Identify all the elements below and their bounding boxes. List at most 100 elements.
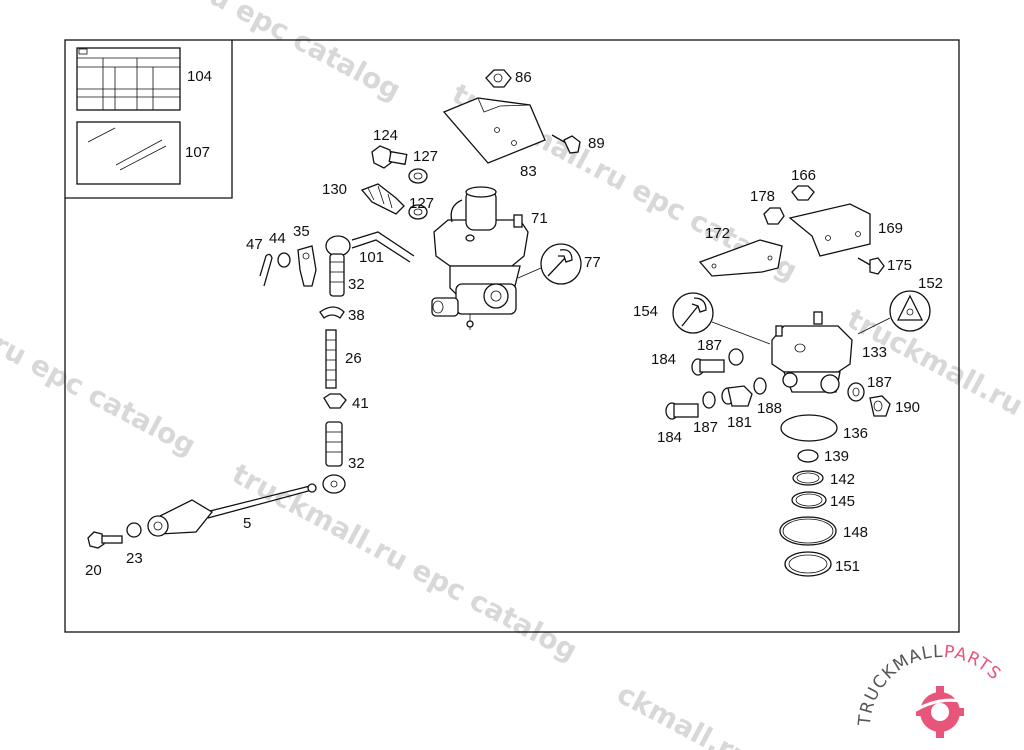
label-41: 41 <box>352 395 369 412</box>
label-107: 107 <box>185 144 210 161</box>
label-187a: 187 <box>697 337 722 354</box>
label-139: 139 <box>824 448 849 465</box>
truckmall-parts-logo: TRUCKMALLPARTS <box>855 642 1005 738</box>
nut-166 <box>791 185 815 201</box>
label-23: 23 <box>126 550 143 567</box>
wrench-symbol-77 <box>517 243 582 285</box>
label-154: 154 <box>633 303 658 320</box>
label-71: 71 <box>531 210 548 227</box>
washer-23 <box>126 522 142 538</box>
label-124: 124 <box>373 127 398 144</box>
label-178: 178 <box>750 188 775 205</box>
label-47: 47 <box>246 236 263 253</box>
label-127a: 127 <box>413 148 438 165</box>
label-133: 133 <box>862 344 887 361</box>
label-89: 89 <box>588 135 605 152</box>
inset-frame <box>65 40 233 199</box>
label-188: 188 <box>757 400 782 417</box>
label-38: 38 <box>348 307 365 324</box>
logo-text-parts: PARTS <box>943 642 1005 685</box>
label-142: 142 <box>830 471 855 488</box>
clevis-35 <box>297 245 317 287</box>
ring-151 <box>784 551 832 577</box>
label-83: 83 <box>520 163 537 180</box>
clip-38 <box>319 306 345 319</box>
ring-148 <box>779 516 837 546</box>
label-184b: 184 <box>657 429 682 446</box>
threaded-rod-26 <box>325 329 337 389</box>
washer-187c <box>847 382 865 402</box>
part-labels: 104 107 86 89 83 124 127 130 127 71 77 1… <box>85 68 943 579</box>
label-104: 104 <box>187 68 212 85</box>
label-136: 136 <box>843 425 868 442</box>
nut-41 <box>323 393 347 409</box>
label-181: 181 <box>727 414 752 431</box>
bracket-83 <box>442 97 546 164</box>
washer-187b <box>702 391 716 409</box>
label-184a: 184 <box>651 351 676 368</box>
label-130: 130 <box>322 181 347 198</box>
label-44: 44 <box>269 230 286 247</box>
glass-sheet-icon <box>76 121 181 185</box>
label-32a: 32 <box>348 276 365 293</box>
fitting-130 <box>360 183 405 215</box>
table-icon <box>76 47 181 111</box>
bracket-169 <box>788 203 871 257</box>
label-35: 35 <box>293 223 310 240</box>
watermark-text: ru epc catalog <box>0 327 201 462</box>
label-166: 166 <box>791 167 816 184</box>
label-175: 175 <box>887 257 912 274</box>
washer-44 <box>277 252 291 268</box>
fitting-181 <box>721 385 753 407</box>
label-77: 77 <box>584 254 601 271</box>
label-190: 190 <box>895 399 920 416</box>
ball-joint-32a <box>325 235 351 297</box>
label-145: 145 <box>830 493 855 510</box>
label-5: 5 <box>243 515 251 532</box>
label-26: 26 <box>345 350 362 367</box>
watermark-text: ru epc catalog <box>192 0 407 107</box>
ring-139 <box>797 449 819 463</box>
washer-127a <box>408 168 428 184</box>
ball-joint-32b <box>322 421 346 494</box>
triangle-symbol-152 <box>857 290 931 335</box>
label-187b: 187 <box>867 374 892 391</box>
label-152: 152 <box>918 275 943 292</box>
label-187c: 187 <box>693 419 718 436</box>
gear-icon <box>903 686 979 738</box>
ring-145 <box>791 491 827 509</box>
label-32b: 32 <box>348 455 365 472</box>
watermark-text: truckmall.ru epc catalog <box>227 457 583 667</box>
washer-187a <box>728 348 744 366</box>
bolt-175 <box>857 257 885 275</box>
label-86: 86 <box>515 69 532 86</box>
label-148: 148 <box>843 524 868 541</box>
washer-127b <box>408 204 428 220</box>
shaft-5 <box>147 483 317 537</box>
plug-190 <box>869 395 891 417</box>
valve-71 <box>431 186 529 330</box>
bolt-89 <box>551 134 581 154</box>
pipe-101 <box>351 231 415 263</box>
watermark-text: truckmall.ru <box>842 302 1024 422</box>
label-151: 151 <box>835 558 860 575</box>
wrench-symbol-154 <box>672 292 771 345</box>
bolt-184a <box>691 358 725 376</box>
bracket-172 <box>698 239 783 277</box>
watermark-text: ckmall.ru <box>612 677 757 750</box>
bolt-184b <box>665 402 699 420</box>
nut-86 <box>485 69 512 88</box>
valve-133 <box>771 311 853 394</box>
nut-178 <box>763 207 785 225</box>
label-169: 169 <box>878 220 903 237</box>
label-101: 101 <box>359 249 384 266</box>
washer-188 <box>753 377 767 395</box>
label-20: 20 <box>85 562 102 579</box>
bolt-20 <box>87 531 123 549</box>
outer-frame <box>64 39 960 633</box>
label-127b: 127 <box>409 195 434 212</box>
label-172: 172 <box>705 225 730 242</box>
cotter-pin-47 <box>259 253 273 287</box>
fitting-124 <box>371 145 408 169</box>
